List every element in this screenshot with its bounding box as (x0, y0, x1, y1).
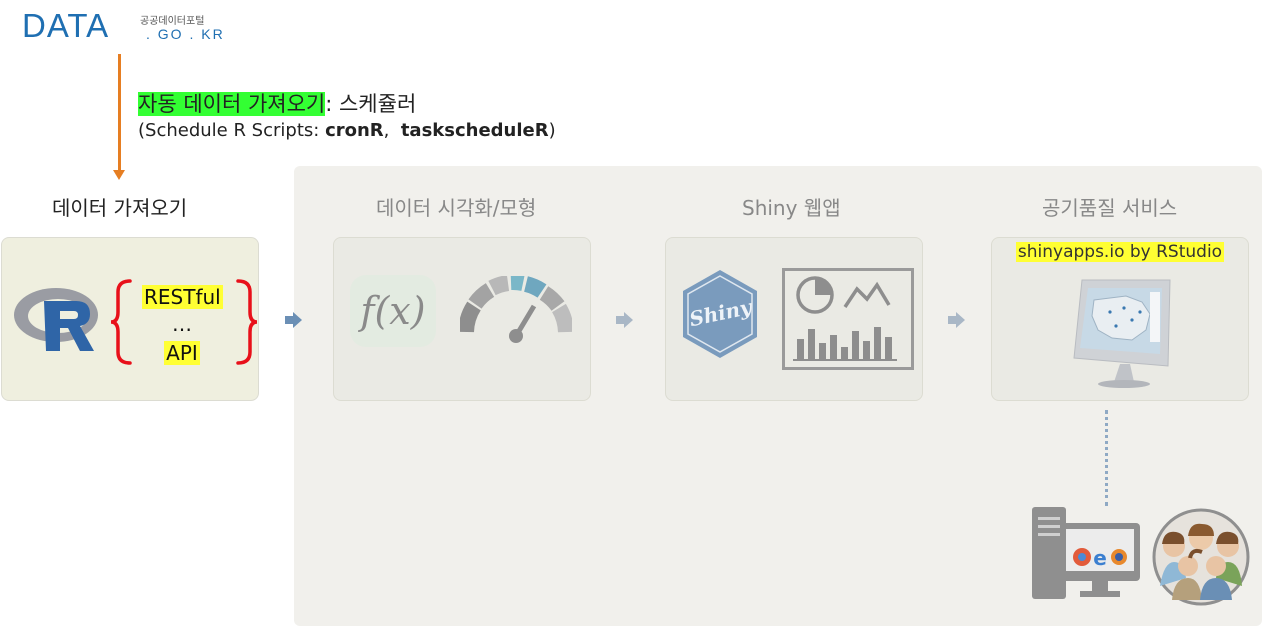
card-visualize: f(x) (333, 237, 591, 401)
pkg-cronr: cronR (325, 120, 384, 141)
r-logo-icon (14, 288, 98, 351)
dotted-connector (1105, 410, 1108, 506)
flow-arrow-icon (948, 311, 965, 328)
scheduler-rest: : 스케쥴러 (325, 92, 417, 116)
scheduler-highlight: 자동 데이터 가져오기 (138, 92, 326, 116)
stage-title-service: 공기품질 서비스 (1042, 196, 1178, 220)
card-import: RESTful … API (1, 237, 259, 401)
flow-arrow-icon (616, 311, 633, 328)
logo-korean-text: 공공데이터포털 (140, 16, 205, 27)
scheduler-arrow-line (118, 54, 121, 172)
ellipsis-label: … (172, 312, 192, 336)
logo-domain-text: . GO . KR (146, 26, 225, 42)
shinyapps-label: shinyapps.io by RStudio (1015, 242, 1225, 262)
scheduler-subtitle: (Schedule R Scripts: cronR, taskschedule… (138, 120, 556, 141)
users-group-icon (1152, 508, 1250, 606)
gauge-icon (460, 276, 572, 343)
card-shiny: Shiny (665, 237, 923, 401)
restful-label: RESTful (142, 285, 223, 309)
scheduler-title: 자동 데이터 가져오기: 스케쥴러 (138, 88, 416, 118)
stage-title-import: 데이터 가져오기 (52, 196, 188, 220)
pkg-taskscheduler: taskscheduleR (400, 120, 549, 141)
data-go-kr-logo: DATA (22, 7, 110, 44)
scheduler-sub-prefix: (Schedule R Scripts: (138, 120, 326, 141)
left-brace (110, 279, 132, 365)
monitor-map-icon (1073, 279, 1171, 388)
api-label: API (164, 341, 200, 365)
dashboard-chart-icon (782, 268, 914, 370)
desktop-browser-icon: e (1032, 507, 1140, 599)
svg-text:f(x): f(x) (357, 289, 425, 333)
stage-title-visualize: 데이터 시각화/모형 (376, 196, 537, 220)
svg-text:e: e (1093, 546, 1107, 570)
function-fx-icon: f(x) (350, 275, 436, 347)
scheduler-sub-suffix: ) (548, 120, 556, 141)
scheduler-sub-sep: , (383, 120, 401, 141)
shiny-hex-icon: Shiny (683, 270, 757, 358)
scheduler-arrow-head (113, 170, 125, 180)
card-service: shinyapps.io by RStudio (991, 237, 1249, 401)
flow-arrow-icon (285, 311, 302, 328)
right-brace (236, 279, 258, 365)
stage-title-shiny: Shiny 웹앱 (742, 196, 841, 220)
